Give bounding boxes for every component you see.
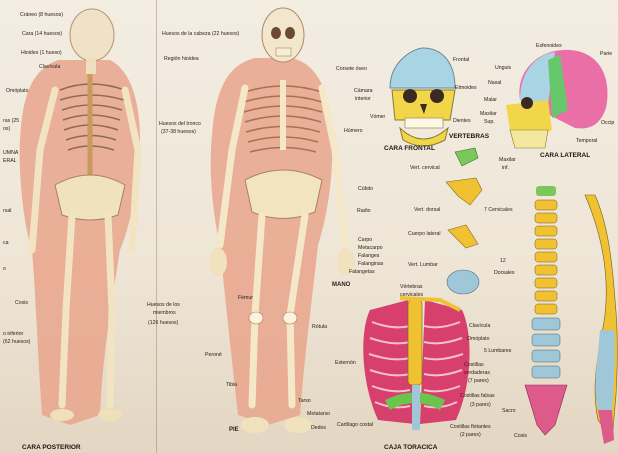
label-craneo: Cráneo (8 huesos) [20, 12, 63, 18]
label-costillas-verdaderas3: (7 pares) [468, 378, 489, 384]
label-tarso: Tarso [298, 398, 311, 404]
label-inferior: o inferior [3, 331, 23, 337]
label-esternon: Esternón [335, 360, 356, 366]
label-hioides: Hioides (1 hueso) [21, 50, 62, 56]
label-ribs-partial2: os) [3, 126, 10, 132]
label-camara2: interior [355, 96, 371, 102]
label-nasal: Nasal [488, 80, 501, 86]
label-partial-o: o [3, 266, 6, 272]
label-costillas-falsas: Costillas falsas [460, 393, 495, 399]
label-rotula: Rótula [312, 324, 327, 330]
label-clavicula-torax: Clavícula [469, 323, 490, 329]
label-coxis-spine: Coxis [514, 433, 527, 439]
caption-caja-toracica: CAJA TORACICA [384, 445, 437, 451]
label-tibia: Tibia [226, 382, 237, 388]
label-tronco2: (37-38 huesos) [161, 129, 196, 135]
label-dorsales: Dorsales [494, 270, 514, 276]
label-partial-rs: rsal [3, 208, 11, 214]
label-costillas-verdaderas: Costillas [464, 362, 484, 368]
label-cubito: Cúbito [358, 186, 373, 192]
label-tronco: Huesos del tronco [159, 121, 201, 127]
label-7-cervicales: 7 Cervicales [484, 207, 513, 213]
spine-front [525, 186, 567, 435]
label-vertebras-cervicales2: cervicales [400, 292, 423, 298]
label-inferior2: (62 huesos) [3, 339, 30, 345]
label-maxilar-sup: Maxilar [480, 111, 497, 117]
label-malar: Malar [484, 97, 497, 103]
label-maxilar-inf2: inf. [502, 165, 509, 171]
vertebra-samples [446, 148, 482, 294]
label-unguis: Unguis [495, 65, 511, 71]
label-columna-partial2: ERAL [3, 158, 17, 164]
label-vomer: Vómer [370, 114, 385, 120]
label-12: 12 [500, 258, 506, 264]
label-parietal: Parie [600, 51, 612, 57]
label-etmoides: Etmoides [455, 85, 477, 91]
label-metatarso: Metatarso [307, 411, 330, 417]
caption-vertebras: VERTEBRAS [449, 134, 489, 140]
label-carpo: Carpo [358, 237, 372, 243]
label-camara: Cámara [354, 88, 372, 94]
label-falanges: Falanges [358, 253, 379, 259]
label-ribs-partial: ras (25 [3, 118, 19, 124]
label-cabeza: Huesos de la cabeza (22 huesos) [162, 31, 239, 37]
label-radio: Radio [357, 208, 371, 214]
label-metacarpo: Metacarpo [358, 245, 383, 251]
label-mano: MANO [332, 282, 350, 288]
label-maxilar-inf: Maxilar [499, 157, 516, 163]
label-sacro: Sacro [502, 408, 516, 414]
caption-cara-posterior: CARA POSTERIOR [22, 445, 81, 451]
label-esfenoides: Esfenoides [536, 43, 562, 49]
skull-lateral [506, 50, 608, 148]
label-vertebras-cervicales: Vértebras [400, 284, 423, 290]
label-temporal: Temporal [576, 138, 597, 144]
label-partial-ca: ca [3, 240, 8, 246]
label-costillas-falsas2: (3 pares) [470, 402, 491, 408]
label-miembros3: (126 huesos) [148, 320, 178, 326]
spine-side [585, 195, 617, 444]
label-miembros: Huesos de los [147, 302, 180, 308]
label-occipital: Occip [601, 120, 614, 126]
caption-cara-frontal: CARA FRONTAL [384, 146, 435, 152]
label-costillas-flotantes: Costillas flotantes [450, 424, 491, 430]
anterior-figure [209, 8, 355, 433]
label-dedos: Dedos [311, 425, 326, 431]
label-miembros2: miembros [153, 310, 176, 316]
label-vert-dorsal: Vert. dorsal [414, 207, 440, 213]
label-femur: Fémur [238, 295, 253, 301]
label-omoplato-left: Omóplato [6, 88, 29, 94]
label-vert-lumbar: Vert. Lumbar [408, 262, 438, 268]
label-omoplato-torax: Omóplato [467, 336, 490, 342]
label-vert-cervical: Vert. cervical [410, 165, 440, 171]
label-costillas-verdaderas2: verdaderas [464, 370, 490, 376]
label-clavicula-left: Clavícula [39, 64, 60, 70]
paper-fold [156, 0, 157, 453]
label-coxis-left: Coxis [15, 300, 28, 306]
label-columna-partial: UMNA [3, 150, 18, 156]
label-pie: PIE [229, 427, 239, 433]
caption-cara-lateral: CARA LATERAL [540, 153, 590, 159]
label-perone: Peroné [205, 352, 222, 358]
label-maxilar-sup2: Sup. [484, 119, 495, 125]
label-cartilago-costal: Cartílago costal [337, 422, 373, 428]
label-corsete: Corsete óseo [336, 66, 367, 72]
label-falanginas: Falanginas [358, 261, 383, 267]
label-humero: Húmero [344, 128, 362, 134]
posterior-figure [20, 9, 140, 425]
label-falangetas: Falangetas [349, 269, 375, 275]
label-5-lumbares: 5 Lumbares [484, 348, 511, 354]
label-frontal: Frontal [453, 57, 469, 63]
label-cuerpo-lateral: Cuerpo lateral [408, 231, 441, 237]
label-cara: Cara (14 huesos) [22, 31, 62, 37]
label-costillas-flotantes2: (2 pares) [460, 432, 481, 438]
label-hioidea: Región hioidea [164, 56, 199, 62]
skull-front [390, 48, 455, 146]
rib-cage [363, 298, 469, 430]
label-dientes: Dientes [453, 118, 471, 124]
